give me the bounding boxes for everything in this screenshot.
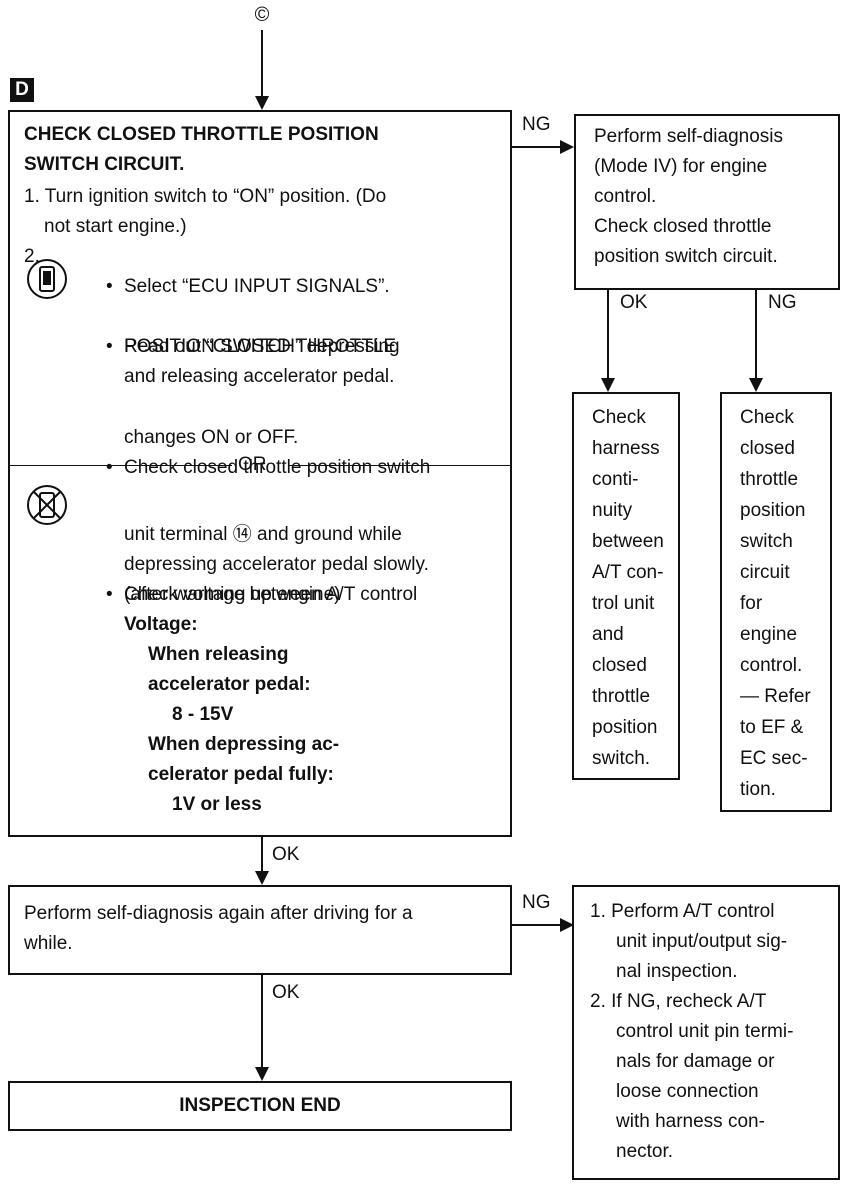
harness-line: position — [592, 717, 658, 738]
arrow-icon — [255, 96, 269, 110]
ng-label-branch: NG — [768, 292, 797, 313]
connector-c-symbol: © — [254, 4, 270, 26]
arrow-icon — [255, 871, 269, 885]
engine-check-line: EC sec- — [740, 748, 808, 769]
step1-item2: 2. — [24, 246, 40, 267]
harness-line: nuity — [592, 500, 633, 521]
step1-title-line2: SWITCH CIRCUIT. — [24, 154, 185, 175]
voltage-check-line3: depressing accelerator pedal slowly. — [124, 554, 429, 575]
no-consult-icon — [26, 484, 68, 526]
voltage-check-bullet: Check voltage between A/T control — [106, 580, 624, 610]
arrow-icon — [601, 378, 615, 392]
harness-line: conti- — [592, 469, 639, 490]
harness-line: switch. — [592, 748, 651, 769]
harness-line: A/T con- — [592, 562, 664, 583]
section-badge: D — [10, 78, 34, 102]
step1-item1: 1. Turn ignition switch to “ON” position… — [24, 186, 387, 207]
consult-tester-icon — [26, 258, 68, 300]
when-depressing-1: When depressing ac- — [148, 734, 340, 755]
harness-line: harness — [592, 438, 660, 459]
engine-check-line: circuit — [740, 562, 790, 583]
consult-bullet-2-cont2: and releasing accelerator pedal. — [124, 366, 395, 387]
voltage-label: Voltage: — [124, 614, 198, 635]
ok-arrow-line-1 — [261, 837, 263, 873]
at-control-inspection-box: 1. Perform A/T control unit input/output… — [572, 885, 840, 1180]
at-line: nals for damage or — [616, 1051, 775, 1072]
voltage-check-line4: (after warming up engine) — [124, 584, 341, 605]
arrow-icon — [560, 140, 574, 154]
selfdiag-line4: Check closed throttle — [594, 216, 772, 237]
at-line: 1. Perform A/T control — [590, 901, 775, 922]
ok-label-1: OK — [272, 844, 300, 865]
at-line: with harness con- — [616, 1111, 765, 1132]
self-diagnosis-again-box: Perform self-diagnosis again after drivi… — [8, 885, 512, 975]
arrow-icon — [255, 1067, 269, 1081]
engine-circuit-check-box: Check closed throttle position switch ci… — [720, 392, 832, 812]
engine-check-line: closed — [740, 438, 795, 459]
at-line: control unit pin termi- — [616, 1021, 794, 1042]
step1-item1-cont: not start engine.) — [44, 216, 187, 237]
arrow-icon — [749, 378, 763, 392]
or-divider-left — [10, 465, 232, 466]
harness-line: and — [592, 624, 624, 645]
ng-branch-line — [755, 290, 757, 380]
ng-label-2: NG — [522, 892, 551, 913]
ok-arrow-line-2 — [261, 975, 263, 1069]
engine-check-line: for — [740, 593, 763, 614]
consult-bullet-1: Select “ECU INPUT SIGNALS”. — [106, 272, 624, 302]
arrow-icon — [560, 918, 574, 932]
selfdiag-line3: control. — [594, 186, 657, 207]
at-line: loose connection — [616, 1081, 759, 1102]
engine-check-line: position — [740, 500, 806, 521]
step2-line2: while. — [24, 933, 73, 954]
ng-label-1: NG — [522, 114, 551, 135]
engine-check-line: — Refer — [740, 686, 811, 707]
harness-line: trol unit — [592, 593, 655, 614]
selfdiag-line5: position switch circuit. — [594, 246, 778, 267]
harness-line: closed — [592, 655, 647, 676]
when-releasing-1: When releasing — [148, 644, 289, 665]
harness-line: between — [592, 531, 664, 552]
selfdiag-line2: (Mode IV) for engine — [594, 156, 768, 177]
inspection-end-label: INSPECTION END — [179, 1095, 341, 1116]
engine-check-line: throttle — [740, 469, 799, 490]
at-line: unit input/output sig- — [616, 931, 788, 952]
at-line: nal inspection. — [616, 961, 738, 982]
consult-bullet-3-cont: changes ON or OFF. — [124, 427, 299, 448]
consult-bullet-3: Check closed throttle position switch — [106, 453, 624, 483]
engine-check-line: control. — [740, 655, 803, 676]
harness-continuity-box: Check harness conti- nuity between A/T c… — [572, 392, 680, 780]
inspection-end-box: INSPECTION END — [8, 1081, 512, 1131]
harness-line: Check — [592, 407, 646, 428]
engine-check-line: engine — [740, 624, 798, 645]
check-closed-throttle-box: CHECK CLOSED THROTTLE POSITION SWITCH CI… — [8, 110, 512, 837]
consult-bullet-2: Read out “CLOSED THROTTLE — [106, 332, 624, 362]
harness-line: throttle — [592, 686, 651, 707]
at-line: nector. — [616, 1141, 674, 1162]
at-line: 2. If NG, recheck A/T — [590, 991, 767, 1012]
or-divider-right — [288, 465, 510, 466]
engine-check-line: tion. — [740, 779, 776, 800]
ok-label-branch: OK — [620, 292, 648, 313]
connector-line — [261, 30, 263, 98]
engine-check-line: switch — [740, 531, 793, 552]
engine-self-diagnosis-box: Perform self-diagnosis (Mode IV) for eng… — [574, 114, 840, 290]
ok-branch-line — [607, 290, 609, 380]
when-depressing-2: celerator pedal fully: — [148, 764, 334, 785]
step2-line1: Perform self-diagnosis again after drivi… — [24, 903, 413, 924]
or-label: OR — [238, 454, 267, 475]
engine-check-line: Check — [740, 407, 794, 428]
step1-title-line1: CHECK CLOSED THROTTLE POSITION — [24, 124, 379, 145]
voltage-check-line2: unit terminal ⑭ and ground while — [124, 524, 402, 545]
ng-arrow-line-1 — [512, 146, 562, 148]
release-voltage-value: 8 - 15V — [172, 704, 234, 725]
ok-label-2: OK — [272, 982, 300, 1003]
when-releasing-2: accelerator pedal: — [148, 674, 311, 695]
depress-voltage-value: 1V or less — [172, 794, 262, 815]
selfdiag-line1: Perform self-diagnosis — [594, 126, 784, 147]
engine-check-line: to EF & — [740, 717, 804, 738]
ng-arrow-line-2 — [512, 924, 562, 926]
consult-bullet-2-cont1: POSITION SWITCH” depressing — [124, 336, 400, 357]
